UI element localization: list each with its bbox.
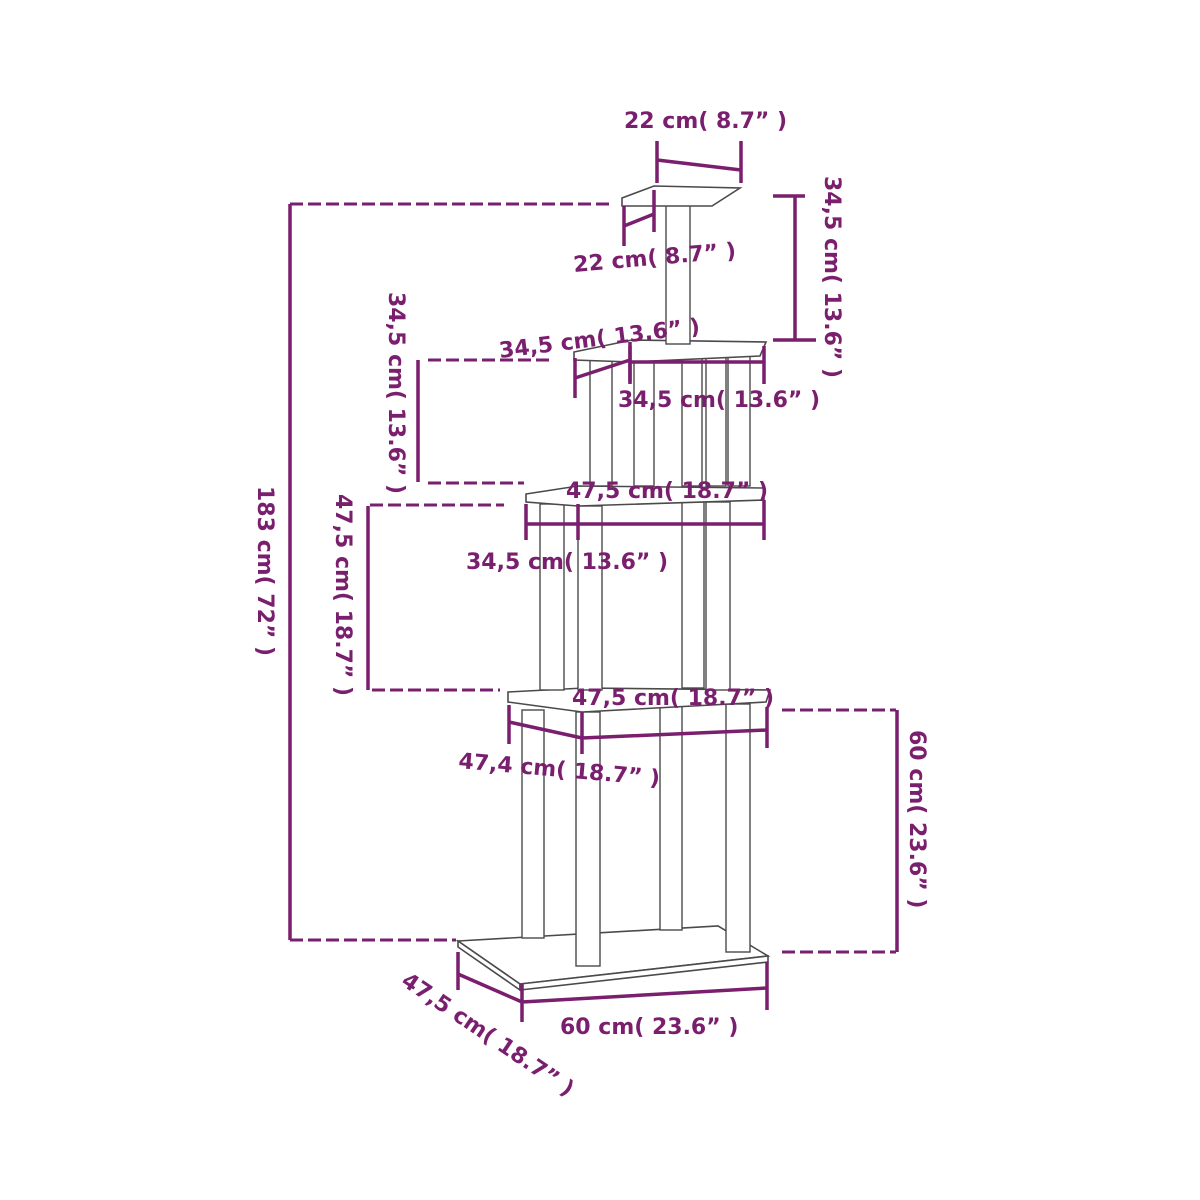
- label-level2-depth: 34,5 cm( 13.6” ): [466, 550, 668, 575]
- post-mid-front-left: [577, 505, 603, 691]
- post-lower-back-right: [659, 705, 683, 931]
- label-total-height: 183 cm( 72” ): [252, 486, 277, 656]
- label-level3-gap-height: 34,5 cm( 13.6” ): [383, 292, 408, 494]
- post-lower-front-right: [725, 703, 751, 953]
- post-lower-front-left: [575, 711, 601, 967]
- label-top-post-height: 34,5 cm( 13.6” ): [819, 176, 844, 378]
- post-upper-far-right: [727, 347, 751, 487]
- post-upper-front-right: [705, 353, 727, 487]
- cat-tree-drawing: [455, 185, 772, 992]
- label-base-width: 60 cm( 23.6” ): [560, 1015, 738, 1040]
- label-level1-height: 60 cm( 23.6” ): [904, 730, 929, 908]
- post-upper-back-right: [681, 353, 703, 487]
- label-level3-width: 34,5 cm( 13.6” ): [618, 388, 820, 413]
- label-level2-width: 47,5 cm( 18.7” ): [566, 479, 768, 504]
- post-mid-front-right: [705, 501, 731, 691]
- top-depth-line: [622, 190, 656, 246]
- label-level1-depth: 47,4 cm( 18.7” ): [457, 749, 660, 792]
- dimension-lines: [288, 141, 899, 1022]
- post-mid-back-right: [681, 501, 705, 689]
- level1-width-line: [507, 705, 769, 754]
- post-upper-front-left: [633, 345, 655, 487]
- label-top-depth: 22 cm( 8.7” ): [572, 239, 737, 278]
- base-width-line: [520, 962, 769, 1022]
- post-mid-back-left: [539, 503, 565, 691]
- label-level1-width: 47,5 cm( 18.7” ): [572, 686, 774, 711]
- post-top: [665, 195, 691, 345]
- post-upper-back-left: [589, 355, 613, 487]
- extension-lines: [290, 194, 896, 954]
- top-post-height-line: [773, 194, 816, 342]
- base-depth-line: [456, 952, 523, 1004]
- top-width-line: [655, 141, 743, 183]
- post-lower-back-left: [521, 709, 545, 939]
- level2-width-line: [524, 500, 766, 540]
- label-top-width: 22 cm( 8.7” ): [624, 109, 787, 134]
- top-platform: [621, 185, 743, 207]
- label-level2-gap-height: 47,5 cm( 18.7” ): [330, 494, 355, 696]
- level3-width-line: [628, 346, 766, 384]
